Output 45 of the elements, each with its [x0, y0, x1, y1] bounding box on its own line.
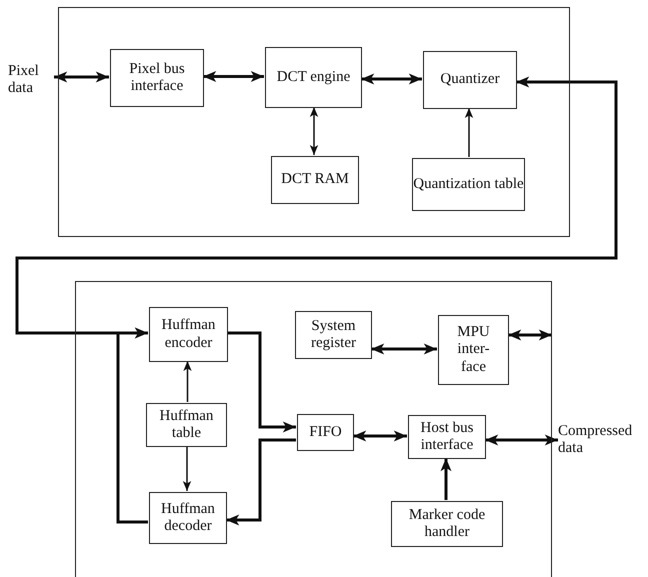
block-box: [412, 158, 525, 211]
block-label: System register: [310, 318, 357, 352]
arrow: [116, 328, 148, 524]
block-box: [265, 47, 362, 108]
signal-label: Pixel data: [8, 62, 40, 98]
signal-label: Compressed data: [558, 422, 634, 458]
chip-outline: [75, 281, 552, 577]
arrow: [464, 108, 474, 157]
block-label: Host bus interface: [420, 420, 474, 454]
block-label: FIFO: [309, 424, 342, 442]
block-label: Huffman decoder: [160, 500, 216, 536]
arrow: [508, 330, 552, 340]
arrow: [353, 430, 407, 442]
arrow: [361, 74, 422, 84]
block-box: [391, 501, 503, 547]
block-box: [149, 492, 227, 544]
block-label: DCT RAM: [281, 171, 349, 189]
block-box: [297, 414, 354, 451]
block-label: DCT engine: [276, 68, 350, 86]
block-box: [438, 315, 509, 385]
block-label: Huffman encoder: [160, 317, 216, 352]
chip-outline: [58, 7, 570, 237]
arrow: [310, 107, 318, 155]
block-box: [149, 307, 228, 362]
block-label: Huffman table: [158, 408, 214, 442]
arrow: [183, 361, 192, 402]
block-box: [146, 403, 227, 447]
block-box: [271, 156, 359, 204]
block-label: Quantization table: [413, 176, 524, 194]
arrow: [54, 72, 109, 82]
block-box: [295, 311, 372, 359]
block-box: [408, 415, 486, 459]
arrow: [485, 434, 558, 446]
block-box: [110, 49, 204, 107]
block-box: [423, 51, 517, 109]
block-label: MPU inter-face: [456, 324, 491, 376]
arrow: [440, 458, 452, 500]
arrow: [182, 446, 192, 491]
arrow: [227, 332, 296, 432]
arrow: [203, 71, 264, 82]
block-label: Quantizer: [440, 71, 500, 89]
block-label: Marker code handler: [408, 506, 486, 542]
arrow: [371, 344, 437, 354]
block-label: Pixel bus interface: [128, 60, 186, 96]
arrow: [226, 438, 296, 526]
